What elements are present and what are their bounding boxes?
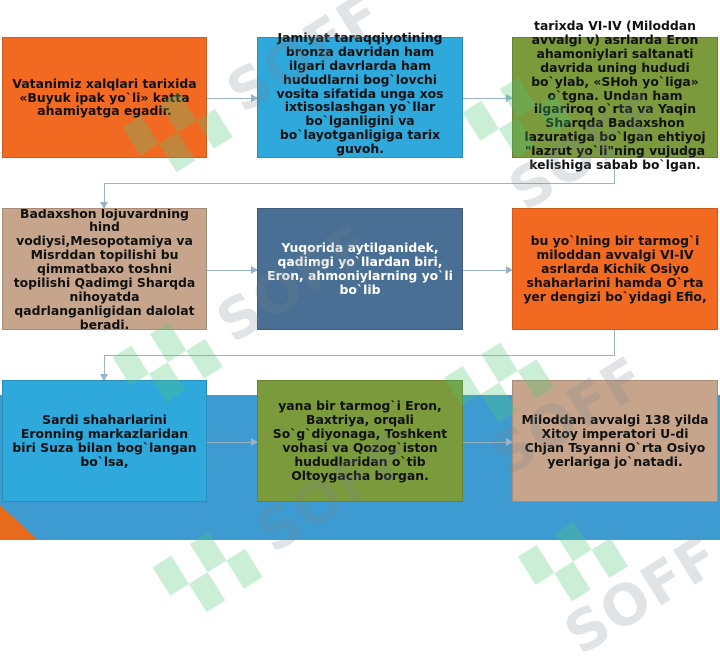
box-9: Miloddan avvalgi 138 yilda Xitoy imperat… bbox=[512, 380, 718, 502]
box-6-text: bu yo`lning bir tarmog`i miloddan avvalg… bbox=[523, 233, 707, 304]
box-8: yana bir tarmog`i Eron, Baxtriya, orqali… bbox=[257, 380, 463, 502]
box-3: tarixda VI-IV (Miloddan avvalgi v) asrla… bbox=[512, 19, 718, 171]
connector-6-down bbox=[614, 330, 615, 355]
box-2: Jamiyat taraqqiyotining bronza davridan … bbox=[257, 31, 463, 158]
connector-2-3 bbox=[463, 94, 513, 102]
box-2-text: Jamiyat taraqqiyotining bronza davridan … bbox=[276, 30, 444, 157]
box-5-text: Yuqorida aytilganidek, qadimgi yo`llarda… bbox=[267, 240, 453, 297]
connector-1-2 bbox=[207, 94, 258, 102]
connector-row2-row3 bbox=[104, 355, 615, 356]
connector-to-box-7 bbox=[100, 355, 108, 381]
box-1-text: Vatanimiz xalqlari tarixida «Buyuk ipak … bbox=[12, 75, 197, 119]
connector-5-6 bbox=[463, 266, 513, 274]
connector-4-5 bbox=[207, 266, 258, 274]
connector-7-8 bbox=[207, 438, 258, 446]
box-7: Sardi shaharlarini Eronning markazlarida… bbox=[2, 380, 207, 502]
box-3-text: tarixda VI-IV (Miloddan avvalgi v) asrla… bbox=[524, 18, 706, 173]
box-7-text: Sardi shaharlarini Eronning markazlarida… bbox=[12, 412, 197, 469]
box-4: Badaxshon lojuvardning hind vodiysi,Meso… bbox=[2, 208, 207, 330]
connector-3-down bbox=[614, 158, 615, 183]
connector-row1-row2 bbox=[104, 183, 615, 184]
connector-8-9 bbox=[463, 438, 513, 446]
box-5: Yuqorida aytilganidek, qadimgi yo`llarda… bbox=[257, 208, 463, 330]
connector-to-box-4 bbox=[100, 183, 108, 209]
box-8-text: yana bir tarmog`i Eron, Baxtriya, orqali… bbox=[272, 398, 448, 483]
box-1: Vatanimiz xalqlari tarixida «Buyuk ipak … bbox=[2, 37, 207, 158]
box-4-text: Badaxshon lojuvardning hind vodiysi,Meso… bbox=[13, 208, 196, 330]
box-6: bu yo`lning bir tarmog`i miloddan avvalg… bbox=[512, 208, 718, 330]
box-9-text: Miloddan avvalgi 138 yilda Xitoy imperat… bbox=[521, 412, 709, 469]
background-corner-accent bbox=[0, 505, 38, 540]
